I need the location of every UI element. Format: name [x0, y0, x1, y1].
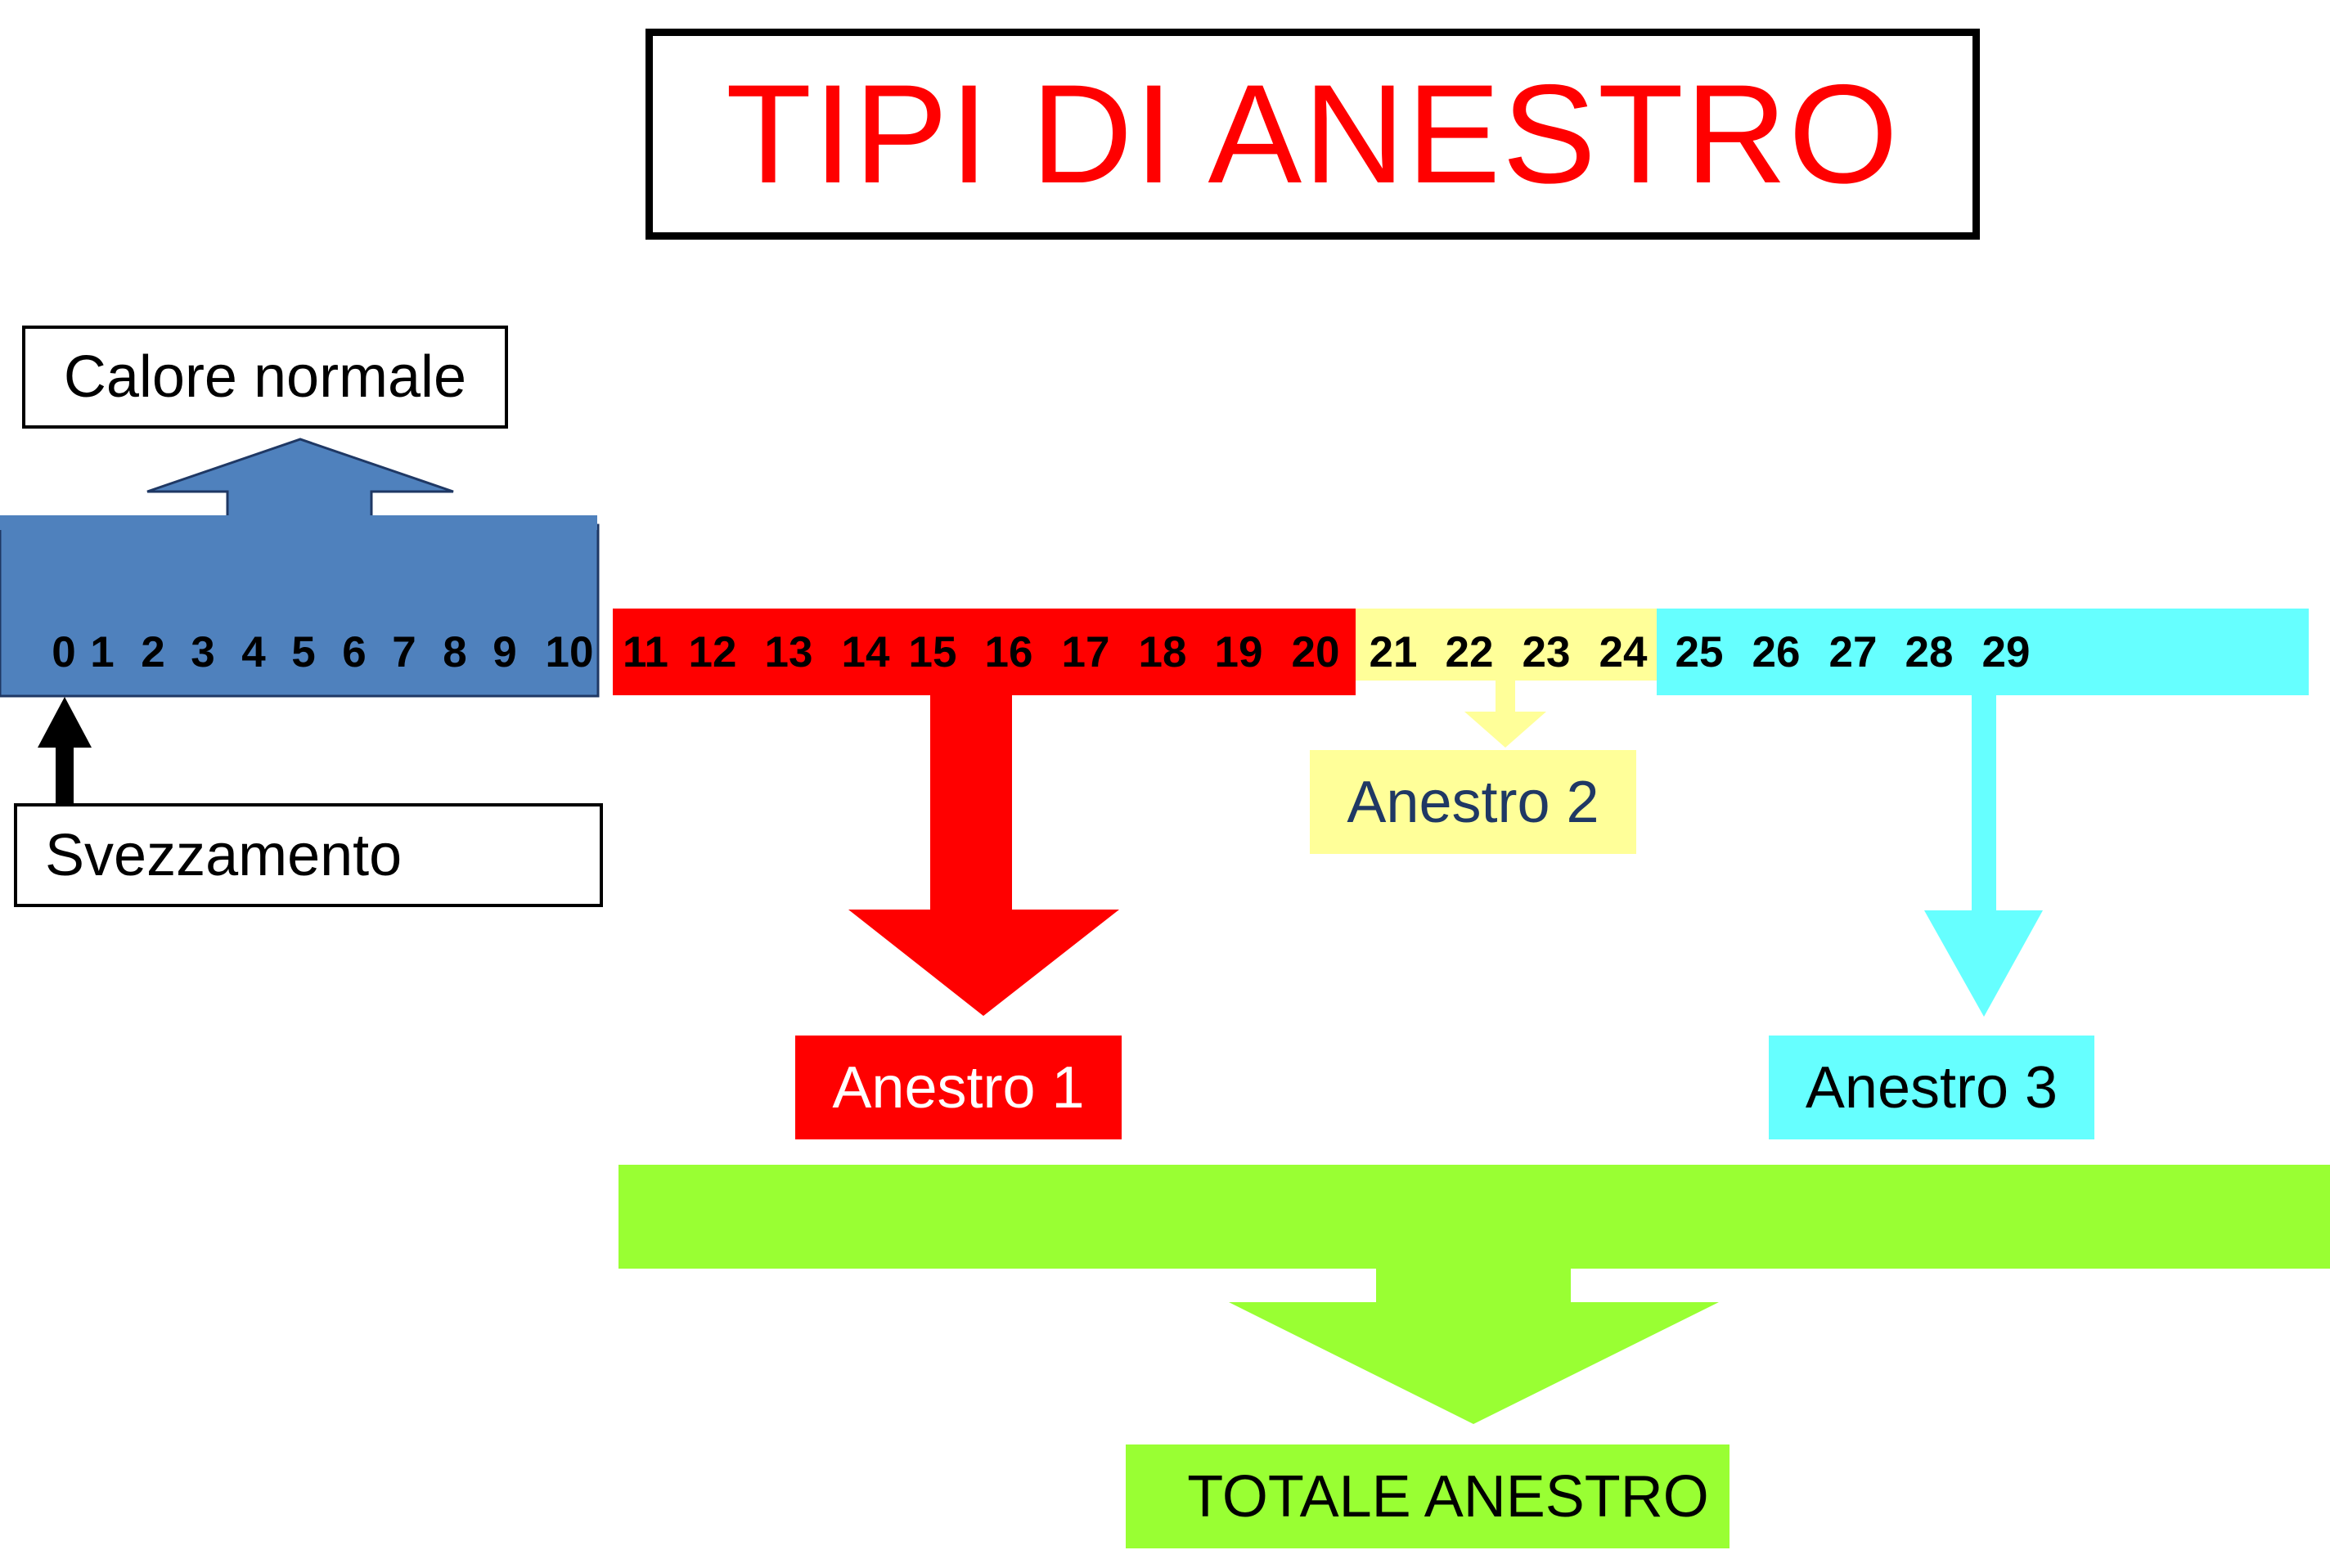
day-10: 10: [545, 628, 594, 676]
svezzamento-text: Svezzamento: [45, 822, 403, 888]
totale-anestro-text: TOTALE ANESTRO: [1187, 1463, 1709, 1530]
calore-normale-label: Calore normale: [22, 326, 508, 429]
day-4: 4: [241, 628, 266, 676]
day-8: 8: [443, 628, 467, 676]
day-19: 19: [1214, 628, 1263, 676]
day-9: 9: [493, 628, 517, 676]
day-26: 26: [1752, 628, 1801, 676]
timeline-numbers: 0 1 2 3 4 5 6 7 8 9 10 11 12 13 14 15 16…: [0, 631, 2330, 680]
svezzamento-arrow: [38, 697, 92, 805]
day-17: 17: [1061, 628, 1110, 676]
day-16: 16: [984, 628, 1033, 676]
day-15: 15: [908, 628, 957, 676]
cyan-bar: [1657, 609, 2309, 695]
page-title: TIPI DI ANESTRO: [726, 56, 1900, 213]
day-20: 20: [1291, 628, 1340, 676]
day-13: 13: [764, 628, 813, 676]
day-29: 29: [1981, 628, 2031, 676]
day-18: 18: [1138, 628, 1187, 676]
day-21: 21: [1369, 628, 1418, 676]
day-5: 5: [291, 628, 316, 676]
green-bar: [618, 1165, 2330, 1269]
svezzamento-label: Svezzamento: [14, 803, 603, 907]
anestro-2-text: Anestro 2: [1347, 769, 1599, 835]
totale-anestro-label: TOTALE ANESTRO: [1126, 1444, 1730, 1548]
calore-normale-text: Calore normale: [63, 344, 467, 410]
day-0: 0: [52, 628, 76, 676]
day-1: 1: [90, 628, 115, 676]
anestro-3-text: Anestro 3: [1805, 1054, 2058, 1121]
day-23: 23: [1522, 628, 1571, 676]
anestro-1-label: Anestro 1: [795, 1036, 1122, 1139]
anestro-1-text: Anestro 1: [832, 1054, 1085, 1121]
yellow-down-arrow: [1464, 681, 1546, 748]
day-3: 3: [191, 628, 215, 676]
day-11: 11: [622, 628, 669, 676]
day-12: 12: [688, 628, 737, 676]
yellow-bar: [1356, 609, 1657, 681]
day-7: 7: [392, 628, 416, 676]
day-6: 6: [342, 628, 367, 676]
day-25: 25: [1675, 628, 1724, 676]
cyan-down-arrow: [1924, 695, 2043, 1017]
day-22: 22: [1445, 628, 1494, 676]
anestro-2-label: Anestro 2: [1310, 750, 1636, 854]
day-14: 14: [841, 628, 890, 676]
day-2: 2: [141, 628, 165, 676]
title-box: TIPI DI ANESTRO: [645, 29, 1980, 240]
day-28: 28: [1905, 628, 1954, 676]
day-24: 24: [1599, 628, 1648, 676]
red-bar: [613, 609, 1356, 695]
red-down-arrow: [848, 695, 1119, 1016]
day-27: 27: [1828, 628, 1878, 676]
green-down-arrow: [1229, 1269, 1719, 1424]
anestro-3-label: Anestro 3: [1769, 1036, 2094, 1139]
